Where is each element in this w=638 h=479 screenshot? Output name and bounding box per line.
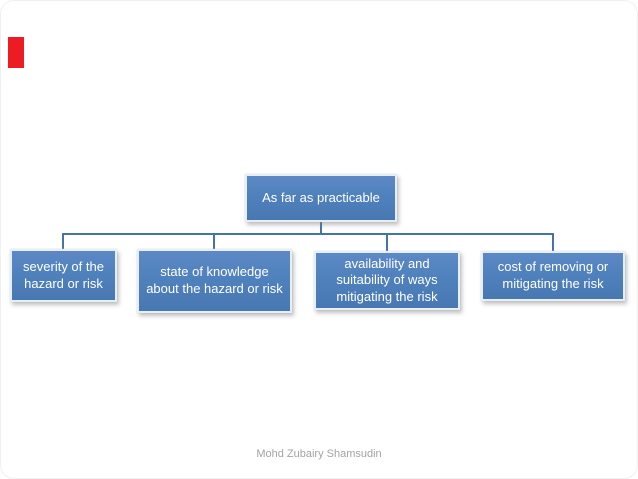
footer-credit: Mohd Zubairy Shamsudin	[256, 448, 382, 460]
org-chart-root-node: As far as practicable	[245, 174, 397, 222]
org-chart-child-node-availability: availability and suitability of ways mit…	[314, 251, 460, 310]
connector-drop-1	[62, 233, 64, 250]
child-node-label: state of knowledge about the hazard or r…	[146, 264, 283, 296]
child-node-label: severity of the hazard or risk	[23, 258, 104, 291]
connector-drop-2	[213, 233, 215, 250]
connector-drop-3	[386, 233, 388, 252]
root-node-label: As far as practicable	[262, 189, 380, 205]
child-node-label: cost of removing or mitigating the risk	[497, 259, 609, 291]
connector-root-stem	[320, 222, 322, 234]
org-chart-child-node-severity: severity of the hazard or risk	[10, 249, 117, 302]
red-annotation-marker	[8, 37, 24, 68]
org-chart-child-node-cost: cost of removing or mitigating the risk	[481, 251, 625, 301]
connector-drop-4	[552, 233, 554, 252]
connector-horizontal-bar	[62, 233, 554, 235]
org-chart-child-node-knowledge: state of knowledge about the hazard or r…	[137, 249, 292, 313]
child-node-label: availability and suitability of ways mit…	[336, 255, 438, 304]
